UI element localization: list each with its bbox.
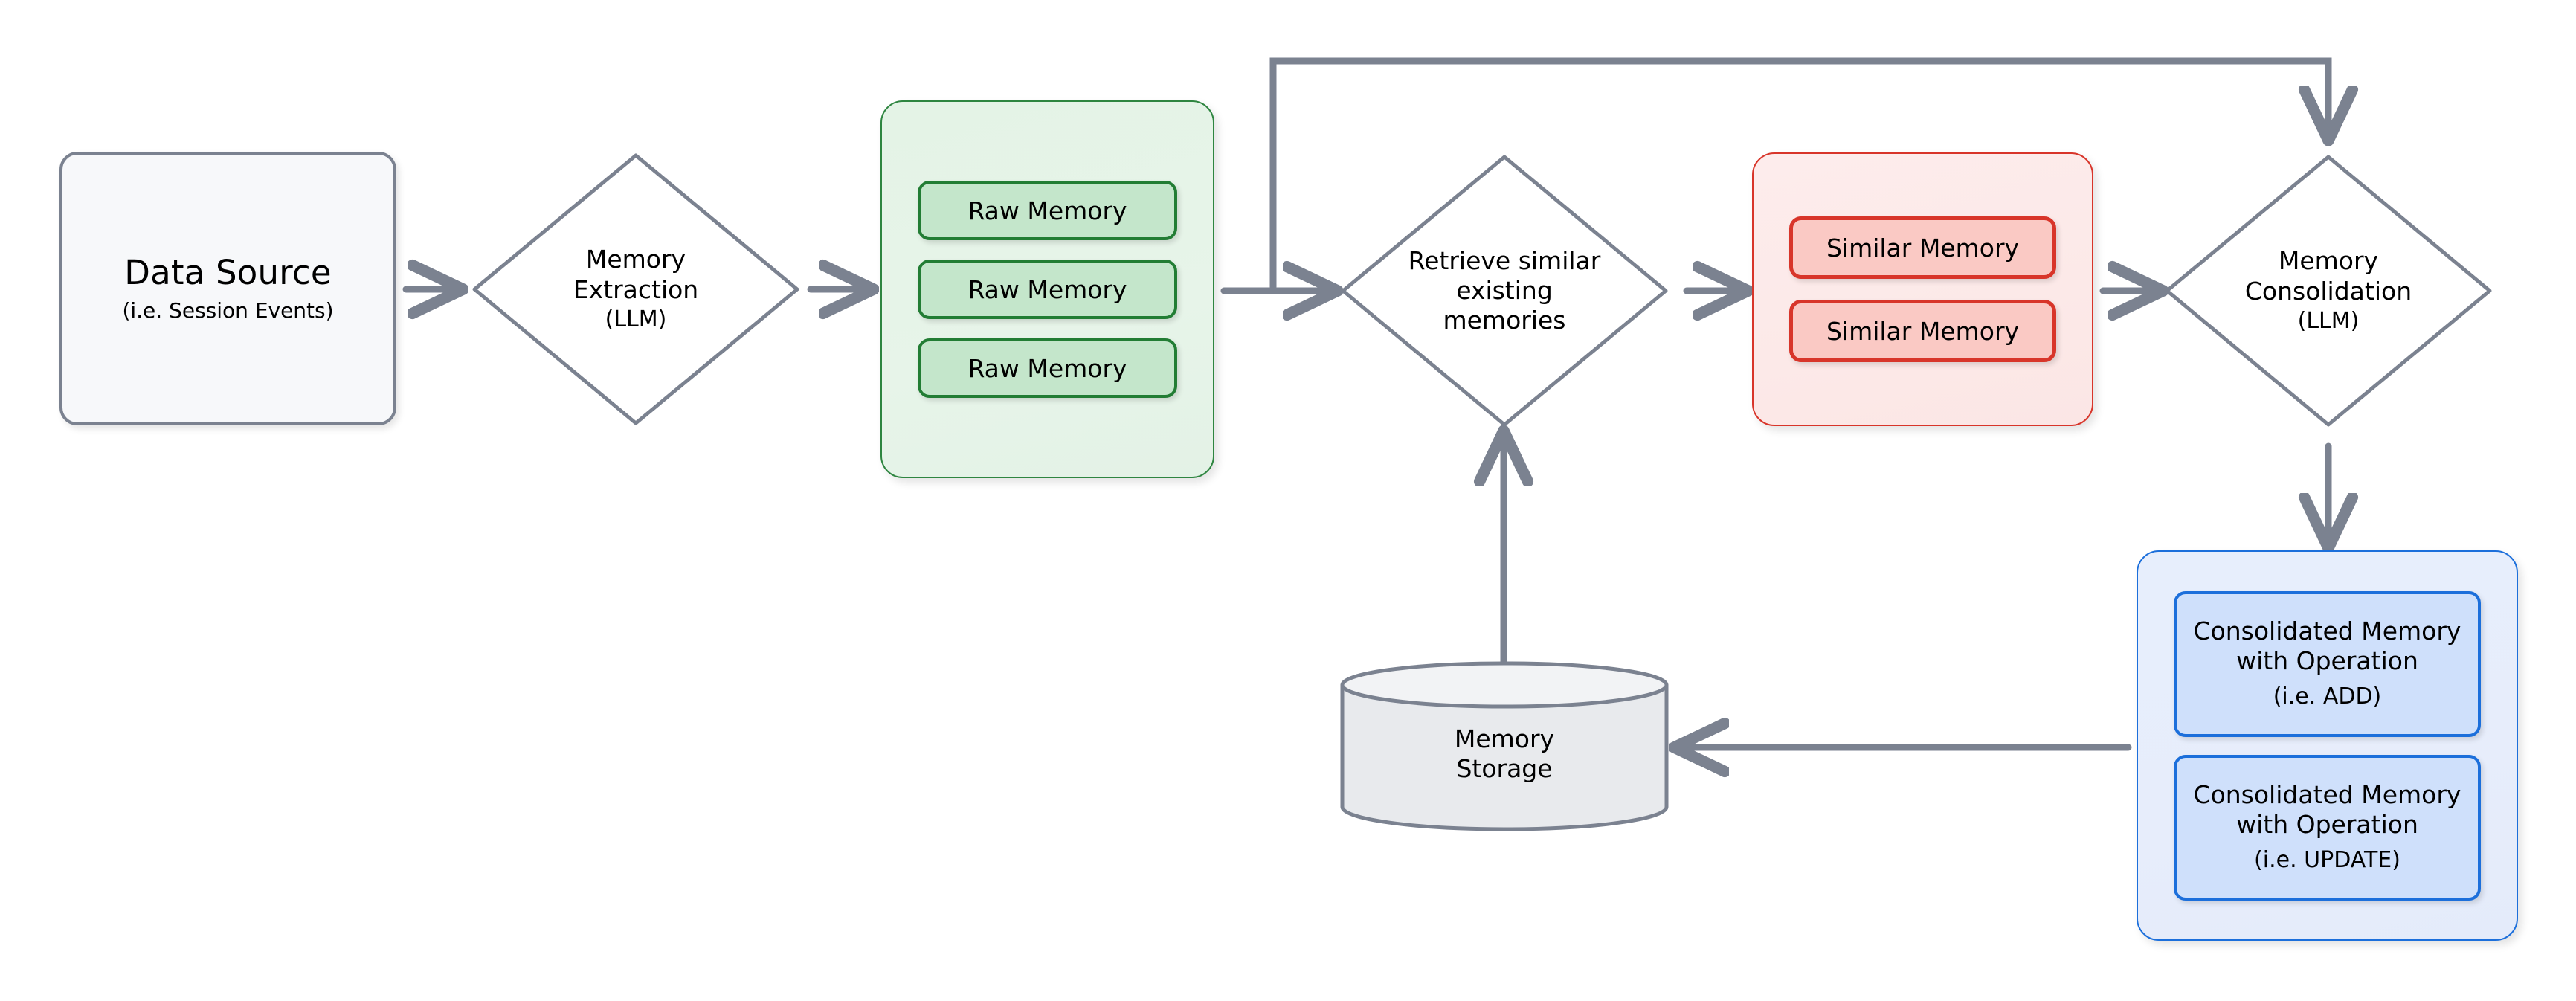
- chip-raw-memory[interactable]: Raw Memory: [918, 338, 1177, 398]
- similar-memory-label: Similar Memory: [1826, 233, 2020, 263]
- data-source-text: Data Source (i.e. Session Events): [122, 253, 333, 324]
- consolidated-memory-update-label-line1: Consolidated Memory: [2193, 779, 2461, 809]
- consolidated-memory-add-sublabel: (i.e. ADD): [2273, 683, 2382, 710]
- chip-raw-memory[interactable]: Raw Memory: [918, 260, 1177, 319]
- diamond-shape-icon: [1341, 155, 1668, 427]
- node-data-source[interactable]: Data Source (i.e. Session Events): [59, 152, 396, 425]
- consolidated-memory-add-label-line2: with Operation: [2236, 646, 2418, 676]
- group-similar-memory: Similar Memory Similar Memory: [1752, 152, 2093, 426]
- chip-similar-memory[interactable]: Similar Memory: [1789, 216, 2056, 279]
- chip-raw-memory[interactable]: Raw Memory: [918, 181, 1177, 240]
- node-memory-extraction[interactable]: Memory Extraction (LLM): [470, 151, 802, 428]
- similar-memory-label: Similar Memory: [1826, 316, 2020, 346]
- diamond-shape-icon: [472, 153, 799, 425]
- data-source-sublabel: (i.e. Session Events): [122, 298, 334, 324]
- consolidated-memory-update-label-line2: with Operation: [2236, 810, 2418, 840]
- data-source-label: Data Source: [124, 253, 332, 293]
- raw-memory-label: Raw Memory: [967, 353, 1127, 383]
- chip-consolidated-memory-add[interactable]: Consolidated Memory with Operation (i.e.…: [2174, 590, 2481, 737]
- node-memory-storage[interactable]: Memory Storage: [1339, 660, 1670, 831]
- raw-memory-label: Raw Memory: [967, 274, 1127, 304]
- raw-memory-label: Raw Memory: [967, 196, 1127, 225]
- node-memory-consolidation[interactable]: Memory Consolidation (LLM): [2163, 152, 2494, 429]
- group-consolidated-memory: Consolidated Memory with Operation (i.e.…: [2137, 550, 2518, 941]
- chip-similar-memory[interactable]: Similar Memory: [1789, 300, 2056, 362]
- diamond-shape-icon: [2165, 155, 2492, 427]
- consolidated-memory-update-sublabel: (i.e. UPDATE): [2254, 847, 2400, 874]
- consolidated-memory-add-label-line1: Consolidated Memory: [2193, 616, 2461, 646]
- chip-consolidated-memory-update[interactable]: Consolidated Memory with Operation (i.e.…: [2174, 754, 2481, 901]
- group-raw-memory: Raw Memory Raw Memory Raw Memory: [880, 100, 1214, 478]
- node-retrieve-similar-memories[interactable]: Retrieve similar existing memories: [1339, 152, 1670, 429]
- cylinder-shape-icon: [1340, 661, 1669, 831]
